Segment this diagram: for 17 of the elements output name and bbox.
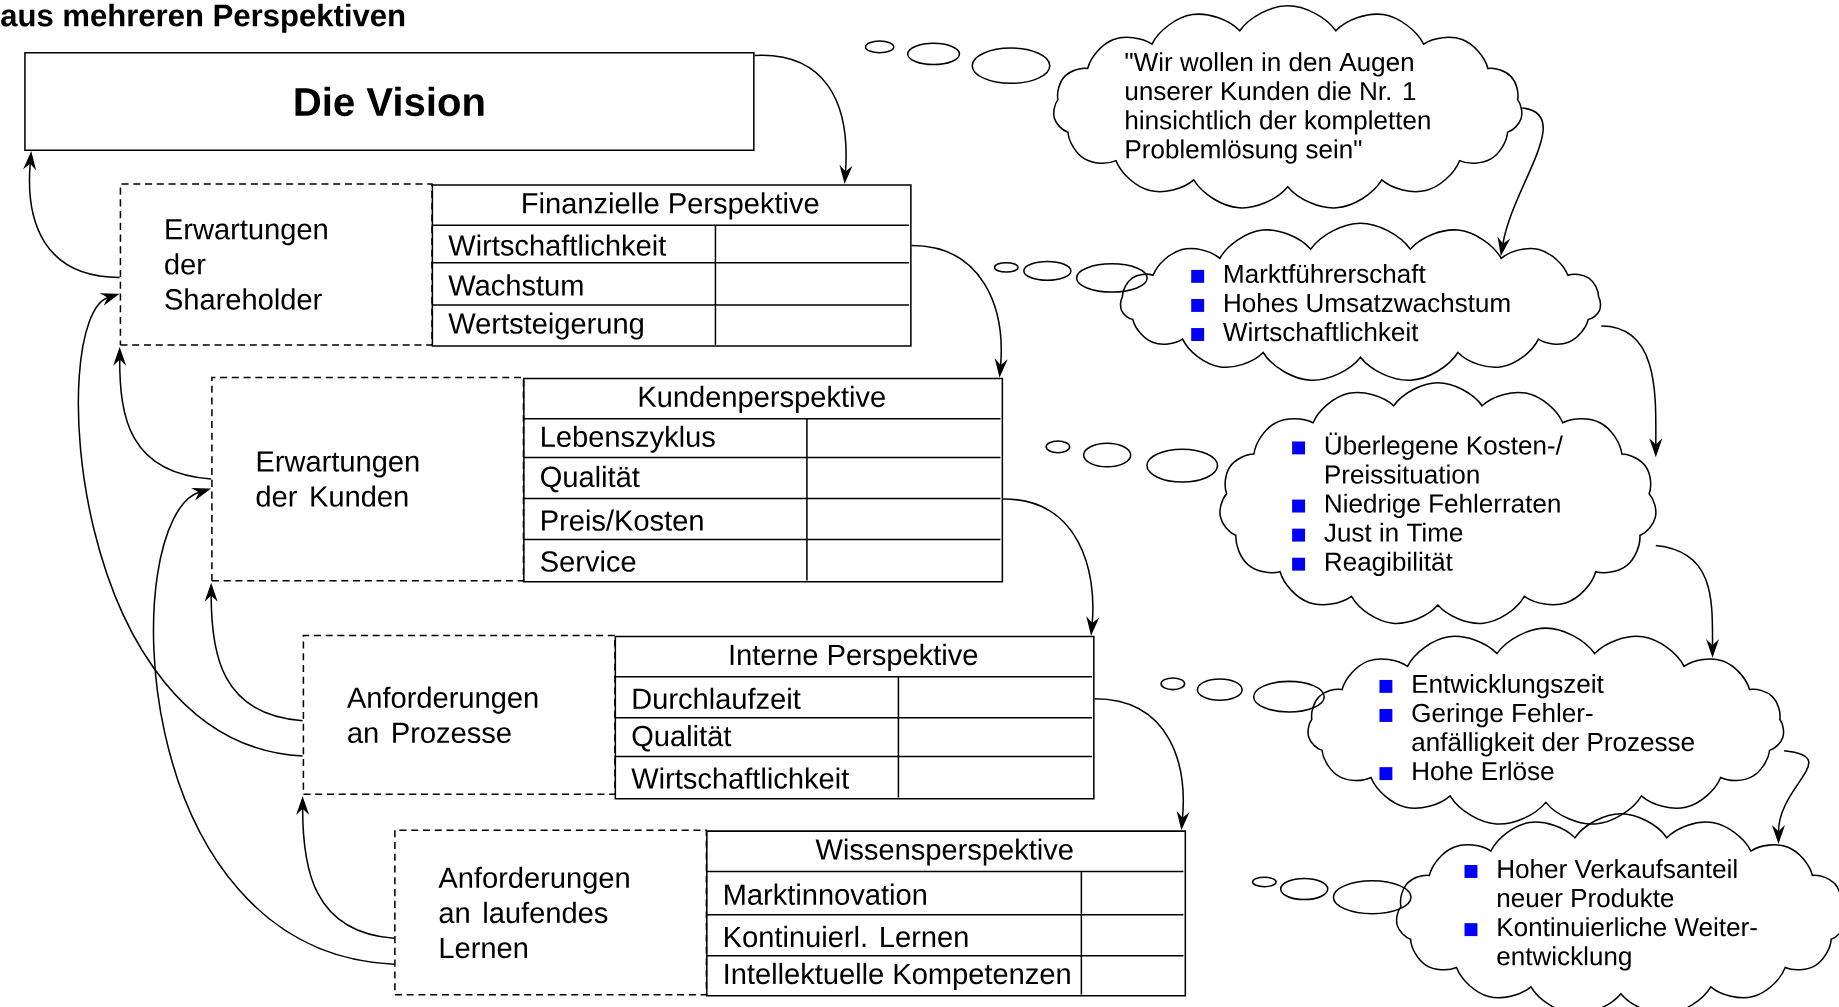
dashed-box: Erwartungen der Kunden — [211, 376, 525, 582]
thought-cloud: Entwicklungszeit Geringe Fehler- anfälligkeit der Prozesse Hohe Erlöse — [1160, 627, 1785, 825]
thought-cloud: Marktführerschaft Hohes Umsatzwachstum Wirtschaftlichkeit — [993, 222, 1602, 381]
table: Kundenperspektive Lebenszyklus Qualität Preis/Kosten Service — [522, 377, 1004, 583]
thought-cloud: Überlegene Kosten-/ Preissituation Niedrige Fehlerraten Just in Time Reagibilität — [1045, 381, 1657, 624]
thought-cloud: "Wir wollen in den Augen unserer Kunden die Nr. 1 hinsichtlich der kompletten Problemlösung sein" — [864, 4, 1523, 209]
vision-box: Die Vision — [24, 51, 755, 151]
arrow — [152, 487, 395, 965]
table: Wissensperspektive Marktinnovation Kontinuierl. Lernen Intellektuelle Kompetenzen — [705, 830, 1187, 997]
dashed-box: Anforderungen an laufendes Lernen — [394, 829, 708, 996]
dashed-box: Anforderungen an Prozesse — [302, 634, 616, 795]
table: Finanzielle Perspektive Wirtschaftlichkeit Wachstum Wertsteigerung — [430, 183, 912, 347]
title: aus mehreren Perspektiven — [1, 3, 405, 33]
thought-cloud: Hoher Verkaufsanteil neuer Produkte Kontinuierliche Weiter- entwicklung — [1251, 812, 1839, 1007]
dashed-box: Erwartungen der Shareholder — [119, 182, 433, 346]
table: Interne Perspektive Durchlaufzeit Qualität Wirtschaftlichkeit — [613, 635, 1095, 800]
arrow — [77, 293, 304, 757]
